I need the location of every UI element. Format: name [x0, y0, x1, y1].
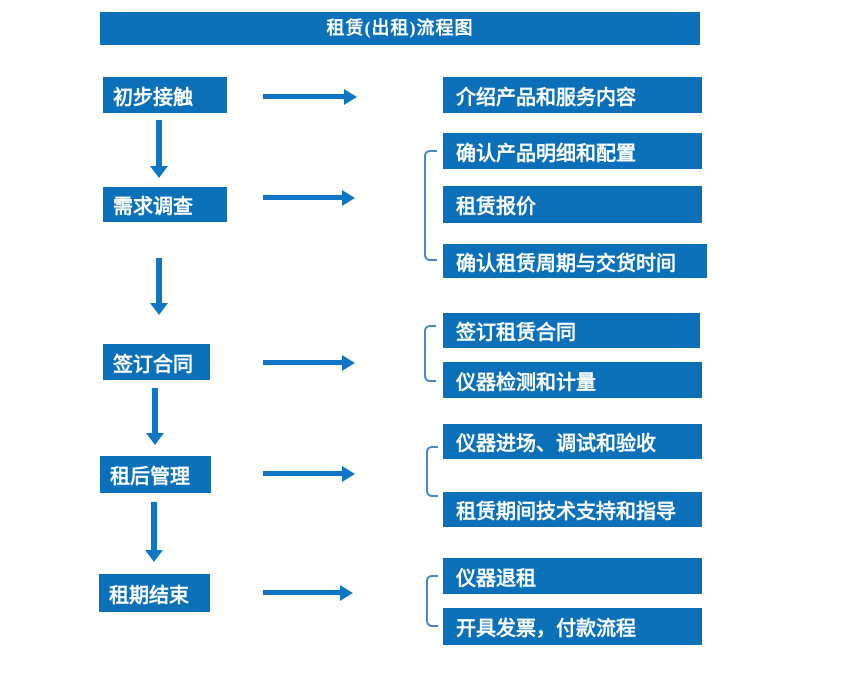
detail-box-confirm-period-delivery: 确认租赁周期与交货时间	[443, 244, 707, 278]
down-arrow-icon	[156, 258, 162, 303]
group-bracket-post-rental	[426, 446, 438, 497]
down-arrow-icon	[152, 388, 158, 433]
detail-box-instrument-testing: 仪器检测和计量	[443, 362, 702, 398]
down-arrow-icon	[151, 502, 157, 550]
detail-box-introduce-products: 介绍产品和服务内容	[443, 77, 702, 113]
step-box-post-rental-management: 租后管理	[100, 456, 211, 493]
right-arrow-icon	[263, 94, 344, 99]
detail-box-instrument-arrival: 仪器进场、调试和验收	[443, 424, 702, 459]
detail-box-confirm-product-config: 确认产品明细和配置	[443, 133, 702, 169]
detail-box-sign-rental-contract: 签订租赁合同	[443, 313, 700, 348]
detail-box-tech-support: 租赁期间技术支持和指导	[443, 492, 702, 527]
step-box-sign-contract: 签订合同	[103, 344, 210, 380]
right-arrow-icon	[263, 195, 342, 200]
group-bracket-demand-survey	[424, 150, 437, 261]
right-arrow-icon	[263, 590, 340, 595]
right-arrow-icon	[263, 471, 342, 476]
group-bracket-sign-contract	[424, 325, 436, 382]
detail-box-instrument-return: 仪器退租	[443, 558, 702, 594]
step-box-rental-end: 租期结束	[99, 574, 210, 612]
group-bracket-rental-end	[426, 575, 438, 627]
right-arrow-icon	[263, 360, 342, 365]
detail-box-rental-quotation: 租赁报价	[443, 186, 702, 223]
flowchart-title: 租赁(出租)流程图	[100, 12, 700, 45]
step-box-initial-contact: 初步接触	[103, 77, 227, 113]
step-box-demand-survey: 需求调查	[103, 187, 227, 222]
down-arrow-icon	[156, 120, 162, 166]
detail-box-invoice-payment: 开具发票，付款流程	[443, 608, 702, 645]
